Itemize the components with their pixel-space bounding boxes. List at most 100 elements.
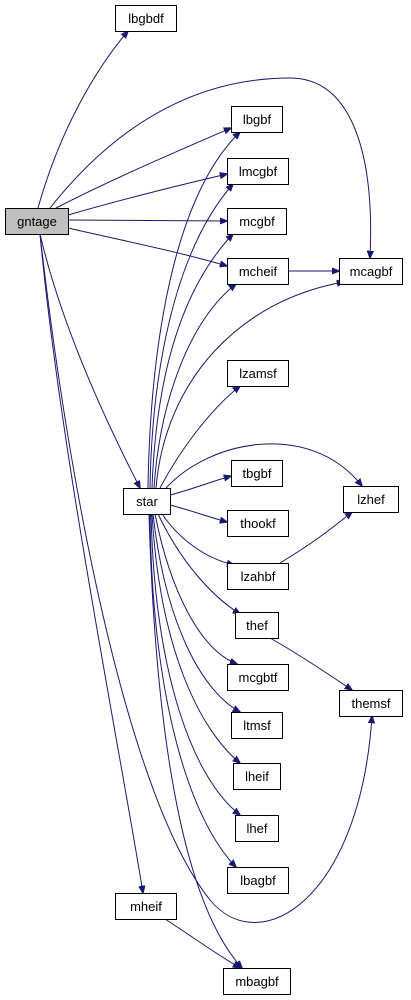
edge-line <box>153 284 236 489</box>
node-lbgbdf[interactable]: lbgbdf <box>115 5 177 32</box>
node-label: mcgbtf <box>238 670 277 685</box>
edge-line <box>164 918 240 968</box>
edge-line <box>151 234 233 489</box>
edge-star-to-lheif <box>151 513 240 763</box>
node-label: mheif <box>130 899 162 914</box>
edge-star-to-lhef <box>150 513 240 815</box>
edge-mheif-to-mbagbf <box>164 918 240 968</box>
edge-line <box>149 184 233 489</box>
node-label: lzahbf <box>241 569 276 584</box>
edge-line <box>279 512 352 564</box>
edge-line <box>55 128 231 209</box>
node-mbagbf[interactable]: mbagbf <box>223 968 291 995</box>
edge-star-to-lmcgbf <box>149 184 233 489</box>
node-label: lzamsf <box>239 366 277 381</box>
edge-line <box>161 513 234 565</box>
edge-line <box>155 282 344 489</box>
edge-line <box>147 132 240 489</box>
node-label: mcagbf <box>350 264 393 279</box>
edge-star-to-lzhef <box>165 443 362 489</box>
node-lhef[interactable]: lhef <box>235 815 279 842</box>
node-box <box>343 486 399 513</box>
node-themsf[interactable]: themsf <box>339 690 403 717</box>
node-lheif[interactable]: lheif <box>233 763 281 790</box>
edge-gntage-to-lbgbdf <box>37 31 128 209</box>
edge-line <box>49 77 371 258</box>
edge-line <box>39 233 143 893</box>
node-label: lbagbf <box>240 873 276 888</box>
node-box <box>227 208 287 235</box>
node-box <box>231 460 283 487</box>
node-label: ltmsf <box>243 718 271 733</box>
node-label: lmcgbf <box>239 164 278 179</box>
node-lbgbf[interactable]: lbgbf <box>231 106 283 133</box>
edge-star-to-mcgbf <box>151 234 233 489</box>
node-label: gntage <box>17 214 57 229</box>
edge-line <box>67 220 227 221</box>
nodes-layer: gntage lbgbdf lbgbf lmcgbf mcgbf mcheif mcagbf… <box>5 5 403 995</box>
node-box <box>227 867 289 894</box>
node-box <box>115 5 177 32</box>
node-box <box>227 664 289 691</box>
node-box <box>339 690 403 717</box>
edge-gntage-to-lbgbf <box>55 128 231 209</box>
node-box <box>227 510 289 537</box>
node-box <box>235 612 279 639</box>
edge-star-to-lbagbf <box>149 513 236 867</box>
node-mcheif[interactable]: mcheif <box>227 258 289 285</box>
edge-star-to-mbagbf <box>148 513 242 968</box>
edge-star-to-thef <box>157 513 240 614</box>
node-tbgbf[interactable]: tbgbf <box>231 460 283 487</box>
node-lzahbf[interactable]: lzahbf <box>227 563 289 590</box>
edge-gntage-to-lmcgbf <box>67 174 227 216</box>
node-label: mbagbf <box>235 974 279 989</box>
edge-star-to-ltmsf <box>152 513 240 712</box>
edge-line <box>37 31 128 209</box>
node-label: thef <box>246 618 268 633</box>
node-ltmsf[interactable]: ltmsf <box>231 712 283 739</box>
edge-line <box>151 513 240 763</box>
node-label: mcheif <box>239 264 278 279</box>
edge-line <box>67 227 227 266</box>
node-box <box>227 258 289 285</box>
node-label: star <box>136 494 158 509</box>
edge-line <box>157 513 240 614</box>
edge-line <box>269 637 352 690</box>
node-thef[interactable]: thef <box>235 612 279 639</box>
node-label: themsf <box>351 696 390 711</box>
node-box <box>5 208 69 235</box>
node-lmcgbf[interactable]: lmcgbf <box>227 158 289 185</box>
node-mheif[interactable]: mheif <box>115 893 177 920</box>
node-lzhef[interactable]: lzhef <box>343 486 399 513</box>
edge-line <box>159 386 240 489</box>
node-label: thookf <box>240 516 276 531</box>
node-box <box>123 488 171 515</box>
node-label: lzhef <box>357 492 385 507</box>
node-mcagbf[interactable]: mcagbf <box>339 258 403 285</box>
node-star[interactable]: star <box>123 488 171 515</box>
node-label: lbgbdf <box>128 11 164 26</box>
node-box <box>235 815 279 842</box>
node-lbagbf[interactable]: lbagbf <box>227 867 289 894</box>
node-box <box>223 968 291 995</box>
edge-line <box>165 443 362 489</box>
edge-line <box>169 504 227 522</box>
edge-line <box>148 513 242 968</box>
edge-gntage-to-mcheif <box>67 227 227 266</box>
edge-gntage-to-mcagbf <box>49 77 371 258</box>
node-box <box>231 106 283 133</box>
node-box <box>339 258 403 285</box>
node-gntage[interactable]: gntage <box>5 208 69 235</box>
node-label: tbgbf <box>243 466 272 481</box>
edge-line <box>149 513 236 867</box>
edges-layer <box>37 31 372 968</box>
edge-star-to-mcagbf <box>155 282 344 489</box>
edge-gntage-to-star <box>39 233 140 488</box>
node-box <box>227 563 289 590</box>
node-lzamsf[interactable]: lzamsf <box>227 360 289 387</box>
node-thookf[interactable]: thookf <box>227 510 289 537</box>
node-mcgbf[interactable]: mcgbf <box>227 208 287 235</box>
node-mcgbtf[interactable]: mcgbtf <box>227 664 289 691</box>
edge-thef-to-themsf <box>269 637 352 690</box>
